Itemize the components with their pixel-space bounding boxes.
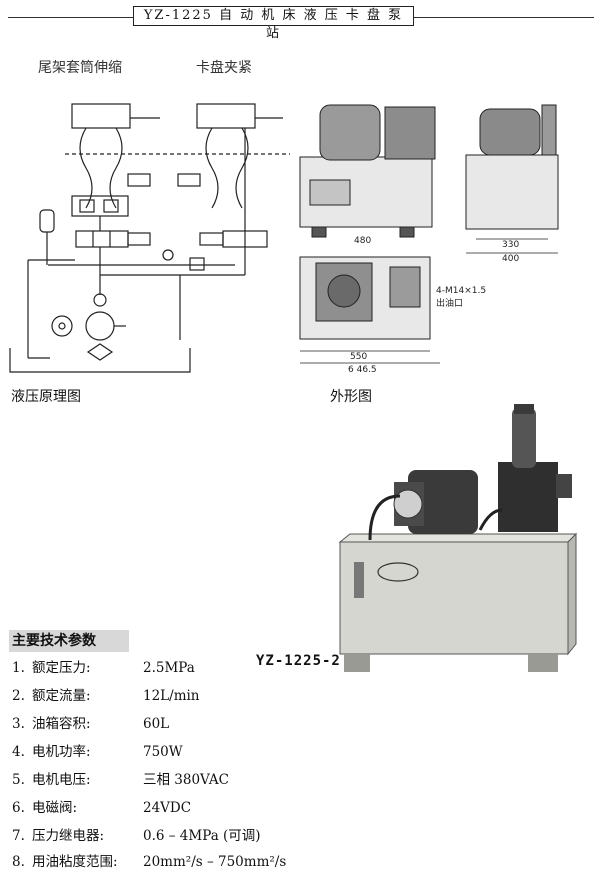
param-row: 8.用油粘度范围:20mm²/s – 750mm²/s [12,854,287,870]
param-row: 5.电机电压:三相 380VAC [12,772,229,788]
port-thread-note: 4-M14×1.5 [436,286,486,296]
caption-hydraulic-schematic: 液压原理图 [11,389,81,405]
side-view [465,104,559,230]
header-rule-left [8,17,133,18]
product-photo [338,404,578,672]
param-row: 1.额定压力:2.5MPa [12,660,195,676]
param-row: 3.油箱容积:60L [12,716,170,732]
hydraulic-schematic [9,103,290,373]
dim-480: 480 [354,236,371,246]
param-row: 6.电磁阀:24VDC [12,800,192,816]
document-title: YZ-1225 自 动 机 床 液 压 卡 盘 泵 站 [133,6,414,41]
front-view [299,104,436,238]
param-row: 4.电机功率:750W [12,744,183,760]
dim-646: 6 46.5 [348,365,377,375]
param-row: 7.压力继电器:0.6 – 4MPa (可调) [12,828,261,844]
caption-outline-drawing: 外形图 [330,389,372,405]
outline-drawings: 480 330 400 550 6 46.5 4-M14×1.5 出油口 [299,104,559,375]
dim-400: 400 [502,254,519,264]
port-outlet-note: 出油口 [436,297,463,309]
label-tailstock-sleeve: 尾架套筒伸缩 [38,60,122,76]
params-title: 主要技术参数 [9,630,129,652]
dim-330: 330 [502,240,519,250]
top-view [299,256,431,340]
param-row: 2.额定流量:12L/min [12,688,200,704]
dim-550: 550 [350,352,367,362]
model-label: YZ-1225-2 [256,653,341,669]
header-rule-right [414,17,594,18]
label-chuck-clamp: 卡盘夹紧 [196,60,252,76]
